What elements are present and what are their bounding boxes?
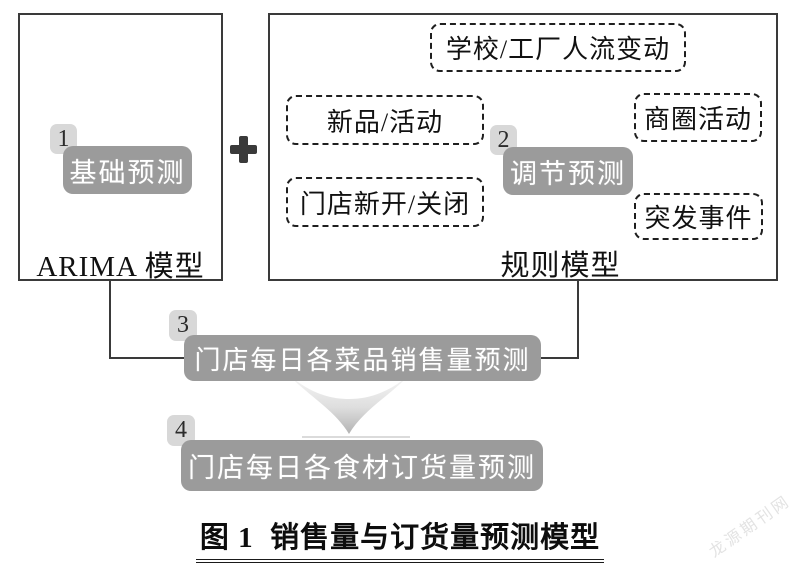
dish-sales-forecast-label: 门店每日各菜品销售量预测: [194, 345, 531, 375]
factor-store-open-close: 门店新开/关闭: [286, 177, 484, 227]
step-1-number: 1: [57, 125, 70, 152]
adjust-forecast-pill: 调节预测: [503, 147, 633, 195]
step-4-number: 4: [175, 417, 187, 443]
connector-right: [577, 281, 579, 359]
ingredient-order-forecast-label: 门店每日各食材订货量预测: [188, 453, 536, 483]
factor-emergency: 突发事件: [634, 193, 763, 240]
adjust-forecast-label: 调节预测: [510, 158, 626, 189]
dish-sales-forecast-pill: 门店每日各菜品销售量预测: [184, 335, 541, 381]
step-2-number: 2: [497, 126, 510, 153]
connector-left: [109, 281, 111, 359]
factor-new-product: 新品/活动: [286, 95, 484, 145]
base-forecast-pill: 基础预测: [63, 146, 192, 194]
base-forecast-label: 基础预测: [69, 157, 186, 188]
down-arrow-icon: [286, 374, 412, 442]
factor-school-traffic: 学校/工厂人流变动: [430, 23, 686, 72]
arima-model-title: ARIMA 模型: [36, 251, 205, 283]
plus-icon: [230, 136, 257, 163]
factor-business-district: 商圈活动: [634, 93, 762, 142]
step-3-number: 3: [177, 312, 189, 338]
rule-model-title: 规则模型: [500, 250, 621, 282]
figure-caption: 图 1 销售量与订货量预测模型: [0, 514, 800, 563]
step-1-tab: 1: [50, 124, 77, 154]
figure-caption-text: 图 1 销售量与订货量预测模型: [195, 514, 605, 563]
ingredient-order-forecast-pill: 门店每日各食材订货量预测: [181, 440, 543, 491]
